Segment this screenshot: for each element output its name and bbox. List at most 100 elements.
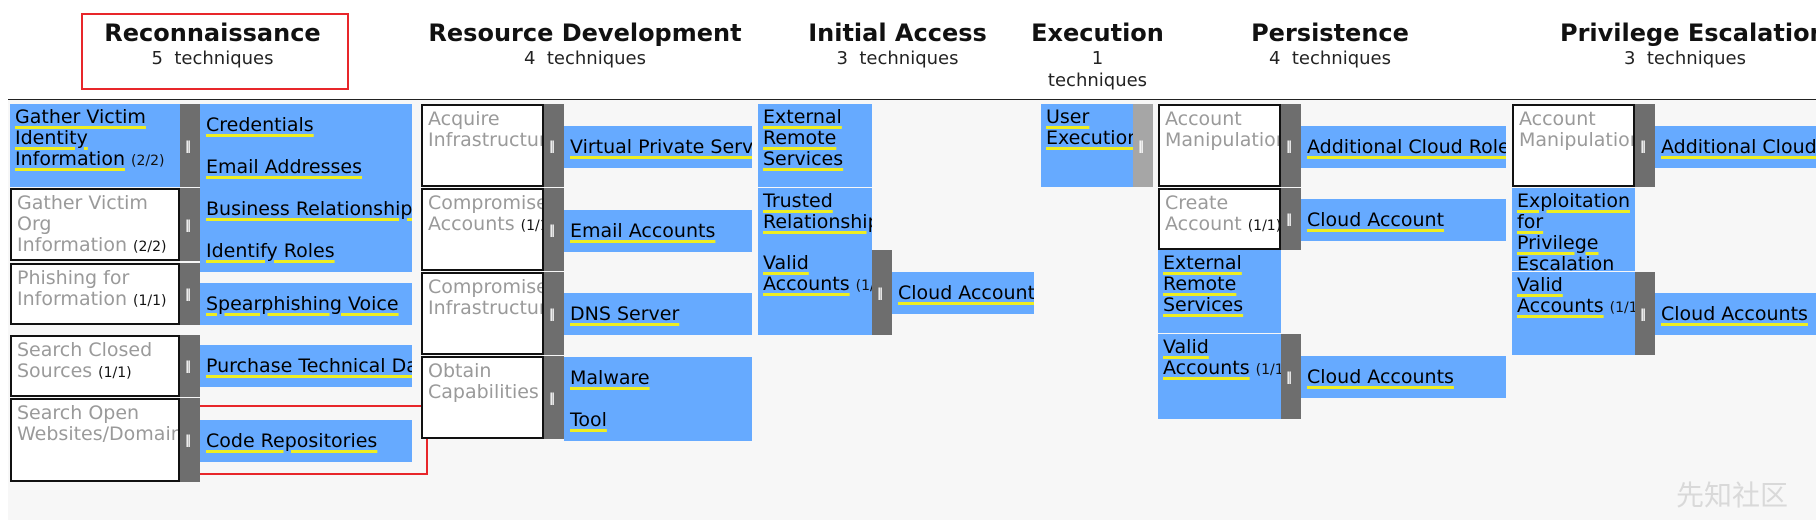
sub-technique-name: Tool bbox=[570, 409, 607, 431]
technique-resdev-0[interactable]: AcquireInfrastructure(1/1) bbox=[421, 104, 544, 187]
expand-handle-execution-0[interactable]: ‖ bbox=[1133, 104, 1153, 187]
sub-technique-name: Cloud Account bbox=[1307, 209, 1445, 231]
technique-name-line: Gather Victim Org bbox=[17, 192, 148, 235]
grip-icon: ‖ bbox=[1286, 138, 1292, 153]
expand-handle-recon-1[interactable]: ‖ bbox=[180, 188, 200, 261]
sub-technique-name: Additional Cloud Roles bbox=[1661, 136, 1816, 158]
expand-handle-initial-2[interactable]: ‖ bbox=[872, 250, 892, 335]
sub-technique-privesc-1[interactable]: Cloud Accounts bbox=[1655, 293, 1816, 335]
tactic-header-privilege-escalation[interactable]: Privilege Escalation 3 techniques bbox=[1560, 18, 1816, 70]
technique-name-line: Remote bbox=[763, 127, 837, 149]
sub-technique-name: Virtual Private Server bbox=[570, 136, 752, 158]
tactic-count: 3 techniques bbox=[1623, 48, 1747, 69]
expand-handle-privesc-0[interactable]: ‖ bbox=[1635, 104, 1655, 187]
sub-technique-resdev-1[interactable]: Email Accounts bbox=[564, 210, 752, 252]
header-divider bbox=[8, 99, 1816, 100]
sub-technique-resdev-0[interactable]: Virtual Private Server bbox=[564, 126, 752, 168]
sub-technique-recon-6[interactable]: Code Repositories bbox=[200, 420, 412, 462]
expand-handle-privesc-2[interactable]: ‖ bbox=[1635, 272, 1655, 355]
technique-name-line: Search Closed bbox=[17, 339, 153, 361]
expand-handle-resdev-1[interactable]: ‖ bbox=[544, 188, 564, 271]
technique-name-line: Information bbox=[15, 148, 125, 170]
technique-resdev-2[interactable]: CompromiseInfrastructure(1/1) bbox=[421, 272, 544, 355]
technique-name-line: Infrastructure bbox=[428, 129, 542, 151]
grip-icon: ‖ bbox=[877, 285, 883, 300]
grip-icon: ‖ bbox=[1286, 369, 1292, 384]
sub-technique-recon-0[interactable]: Credentials bbox=[200, 104, 412, 146]
tactic-name: Reconnaissance bbox=[104, 19, 321, 47]
sub-technique-name: DNS Server bbox=[570, 303, 680, 325]
technique-count: (1/1) bbox=[855, 278, 872, 294]
tactic-name: Execution bbox=[1031, 19, 1164, 47]
technique-name-line: Services bbox=[1163, 294, 1244, 316]
technique-name-line: Infrastructure bbox=[428, 297, 542, 319]
technique-name-line: Compromise bbox=[428, 192, 544, 214]
expand-handle-recon-0[interactable]: ‖ bbox=[180, 104, 200, 187]
expand-handle-persistence-3[interactable]: ‖ bbox=[1281, 334, 1301, 419]
technique-name-line: Capabilities bbox=[428, 381, 539, 403]
technique-name-line: Websites/Domains bbox=[17, 423, 180, 445]
expand-handle-recon-2[interactable]: ‖ bbox=[180, 263, 200, 325]
expand-handle-recon-4[interactable]: ‖ bbox=[180, 398, 200, 482]
expand-handle-resdev-3[interactable]: ‖ bbox=[544, 356, 564, 439]
technique-count: (1/1) bbox=[1609, 300, 1635, 316]
sub-technique-recon-2[interactable]: Business Relationships bbox=[200, 188, 412, 230]
sub-technique-privesc-0[interactable]: Additional Cloud Roles bbox=[1655, 126, 1816, 168]
technique-count: (1/1) bbox=[1247, 218, 1281, 234]
sub-technique-resdev-2[interactable]: DNS Server bbox=[564, 293, 752, 335]
expand-handle-persistence-0[interactable]: ‖ bbox=[1281, 104, 1301, 187]
tactic-count: 4 techniques bbox=[1268, 48, 1392, 69]
sub-technique-persistence-1[interactable]: Cloud Account bbox=[1301, 199, 1506, 241]
grip-icon: ‖ bbox=[185, 138, 191, 153]
expand-handle-resdev-2[interactable]: ‖ bbox=[544, 272, 564, 355]
sub-technique-resdev-4[interactable]: Tool bbox=[564, 399, 752, 441]
sub-technique-recon-5[interactable]: Purchase Technical Data bbox=[200, 345, 412, 387]
sub-technique-persistence-0[interactable]: Additional Cloud Roles bbox=[1301, 126, 1506, 168]
expand-handle-resdev-0[interactable]: ‖ bbox=[544, 104, 564, 187]
technique-count: (1/1) bbox=[132, 293, 167, 309]
expand-handle-recon-3[interactable]: ‖ bbox=[180, 335, 200, 397]
grip-icon: ‖ bbox=[549, 222, 555, 237]
tactic-header-reconnaissance[interactable]: Reconnaissance 5 techniques bbox=[80, 18, 345, 70]
tactic-header-resource-development[interactable]: Resource Development 4 techniques bbox=[420, 18, 750, 70]
technique-name: AcquireInfrastructure(1/1) bbox=[428, 109, 542, 153]
sub-technique-recon-3[interactable]: Identify Roles bbox=[200, 230, 412, 272]
sub-technique-recon-4[interactable]: Spearphishing Voice bbox=[200, 283, 412, 325]
expand-handle-persistence-1[interactable]: ‖ bbox=[1281, 188, 1301, 250]
tactic-header-initial-access[interactable]: Initial Access 3 techniques bbox=[790, 18, 1005, 70]
tactic-header-persistence[interactable]: Persistence 4 techniques bbox=[1230, 18, 1430, 70]
sub-technique-initial-0[interactable]: Cloud Accounts bbox=[892, 272, 1034, 314]
sub-technique-recon-1[interactable]: Email Addresses bbox=[200, 146, 412, 188]
grip-icon: ‖ bbox=[1640, 306, 1646, 321]
technique-name-line: Trusted bbox=[763, 190, 833, 212]
grip-icon: ‖ bbox=[1138, 139, 1144, 153]
sub-technique-persistence-2[interactable]: Cloud Accounts bbox=[1301, 356, 1506, 398]
technique-name-line: Manipulation bbox=[1165, 129, 1281, 151]
sub-technique-resdev-3[interactable]: Malware bbox=[564, 357, 752, 399]
